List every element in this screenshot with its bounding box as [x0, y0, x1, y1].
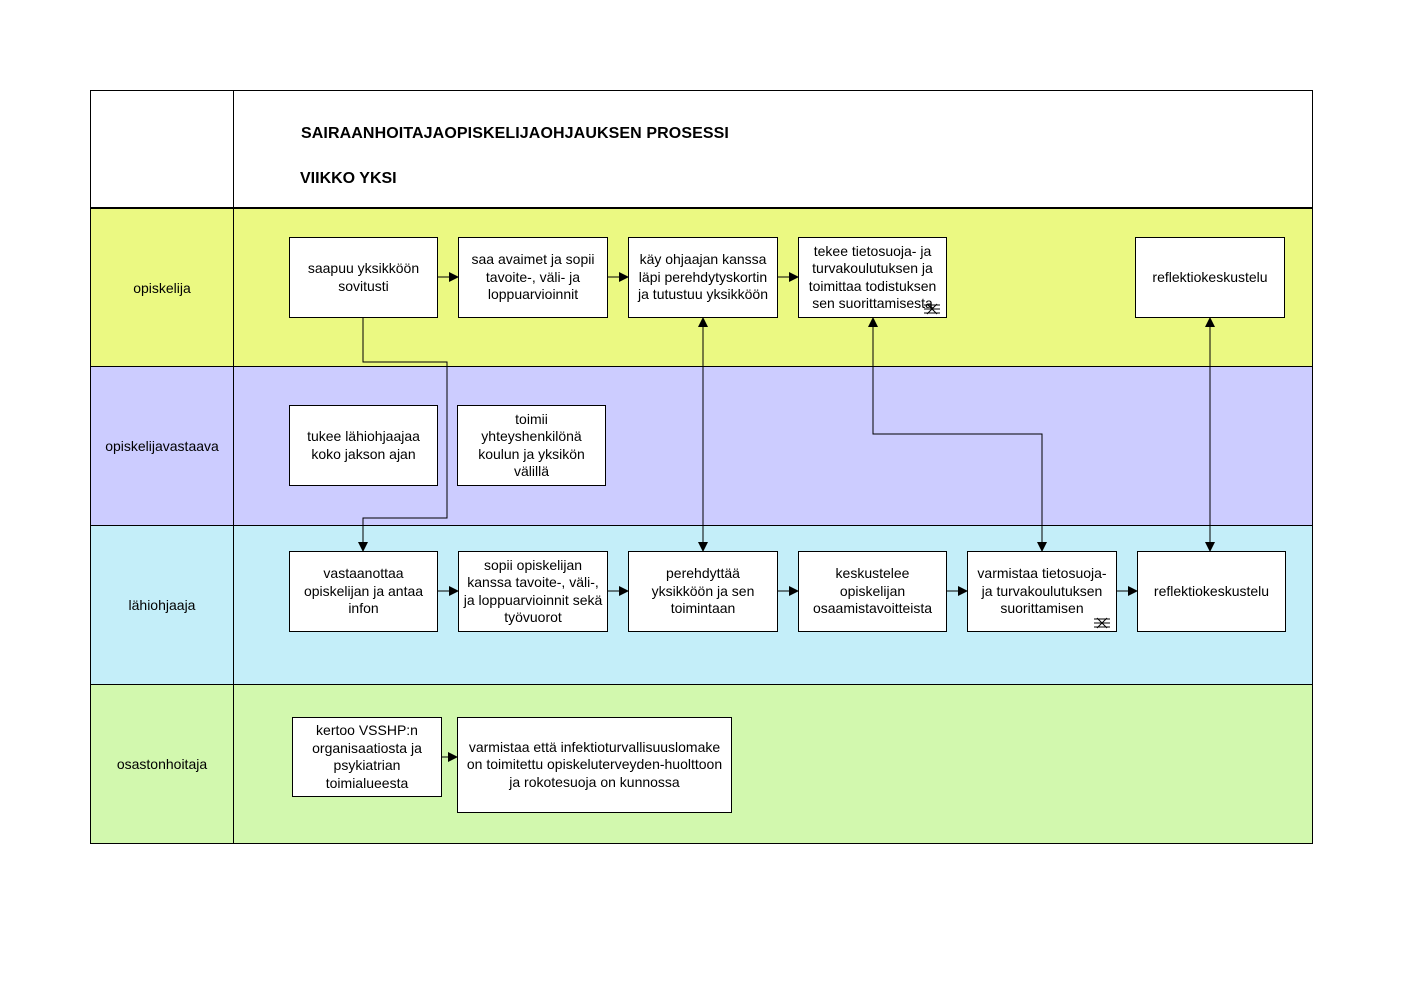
box-tukee[interactable]: tukee lähiohjaajaa koko jakson ajan	[289, 405, 438, 486]
box-saapuu-text: saapuu yksikköön sovitusti	[307, 260, 420, 294]
linked-document-icon	[1094, 617, 1110, 629]
lane-opiskelijavastaava: opiskelijavastaava	[90, 367, 1313, 526]
linked-document-icon	[924, 303, 940, 315]
box-varmistaa-tieto[interactable]: varmistaa tietosuoja- ja turvakoulutukse…	[967, 551, 1117, 632]
box-varmistaa-infektio-text: varmistaa että infektioturvallisuuslomak…	[466, 738, 723, 790]
box-tekee-text: tekee tietosuoja- ja turvakoulutuksen ja…	[808, 242, 937, 312]
box-avaimet[interactable]: saa avaimet ja sopii tavoite-, väli- ja …	[458, 237, 608, 318]
box-keskustelee-text: keskustelee opiskelijan osaamistavoittei…	[812, 565, 933, 617]
box-reflektio-lahiohjaaja[interactable]: reflektiokeskustelu	[1137, 551, 1286, 632]
box-saapuu[interactable]: saapuu yksikköön sovitusti	[289, 237, 438, 318]
box-perehdyttaa-text: perehdyttää yksikköön ja sen toimintaan	[651, 565, 755, 617]
diagram-title: SAIRAANHOITAJAOPISKELIJAOHJAUKSEN PROSES…	[301, 125, 729, 142]
lane-label-opiskelijavastaava: opiskelijavastaava	[91, 367, 234, 525]
box-avaimet-text: saa avaimet ja sopii tavoite-, väli- ja …	[471, 251, 595, 303]
diagram-header	[90, 90, 1313, 208]
diagram-subtitle: VIIKKO YKSI	[300, 170, 397, 187]
box-perehdyttaa[interactable]: perehdyttää yksikköön ja sen toimintaan	[628, 551, 778, 632]
box-kertoo[interactable]: kertoo VSSHP:n organisaatiosta ja psykia…	[292, 717, 442, 797]
box-tekee[interactable]: tekee tietosuoja- ja turvakoulutuksen ja…	[798, 237, 947, 318]
lane-label-lahiohjaaja: lähiohjaaja	[91, 526, 234, 684]
box-kay-lapi-text: käy ohjaajan kanssa läpi perehdytyskorti…	[638, 251, 768, 303]
box-varmistaa-tieto-text: varmistaa tietosuoja- ja turvakoulutukse…	[977, 565, 1107, 617]
box-sopii[interactable]: sopii opiskelijan kanssa tavoite-, väli-…	[458, 551, 608, 632]
box-sopii-text: sopii opiskelijan kanssa tavoite-, väli-…	[463, 556, 603, 626]
box-reflektio-opiskelija-text: reflektiokeskustelu	[1152, 268, 1268, 285]
box-keskustelee[interactable]: keskustelee opiskelijan osaamistavoittei…	[798, 551, 947, 632]
box-tukee-text: tukee lähiohjaajaa koko jakson ajan	[307, 428, 420, 462]
box-reflektio-lahiohjaaja-text: reflektiokeskustelu	[1153, 582, 1270, 599]
box-reflektio-opiskelija[interactable]: reflektiokeskustelu	[1135, 237, 1285, 318]
box-vastaanottaa[interactable]: vastaanottaa opiskelijan ja antaa infon	[289, 551, 438, 632]
header-divider	[233, 90, 234, 208]
box-toimii[interactable]: toimii yhteyshenkilönä koulun ja yksikön…	[457, 405, 606, 486]
box-kay-lapi[interactable]: käy ohjaajan kanssa läpi perehdytyskorti…	[628, 237, 778, 318]
box-toimii-text: toimii yhteyshenkilönä koulun ja yksikön…	[478, 410, 585, 480]
lane-label-opiskelija: opiskelija	[91, 209, 234, 366]
box-varmistaa-infektio[interactable]: varmistaa että infektioturvallisuuslomak…	[457, 717, 732, 813]
box-kertoo-text: kertoo VSSHP:n organisaatiosta ja psykia…	[312, 722, 422, 791]
lane-label-osastonhoitaja: osastonhoitaja	[91, 685, 234, 843]
box-vastaanottaa-text: vastaanottaa opiskelijan ja antaa infon	[303, 565, 424, 617]
